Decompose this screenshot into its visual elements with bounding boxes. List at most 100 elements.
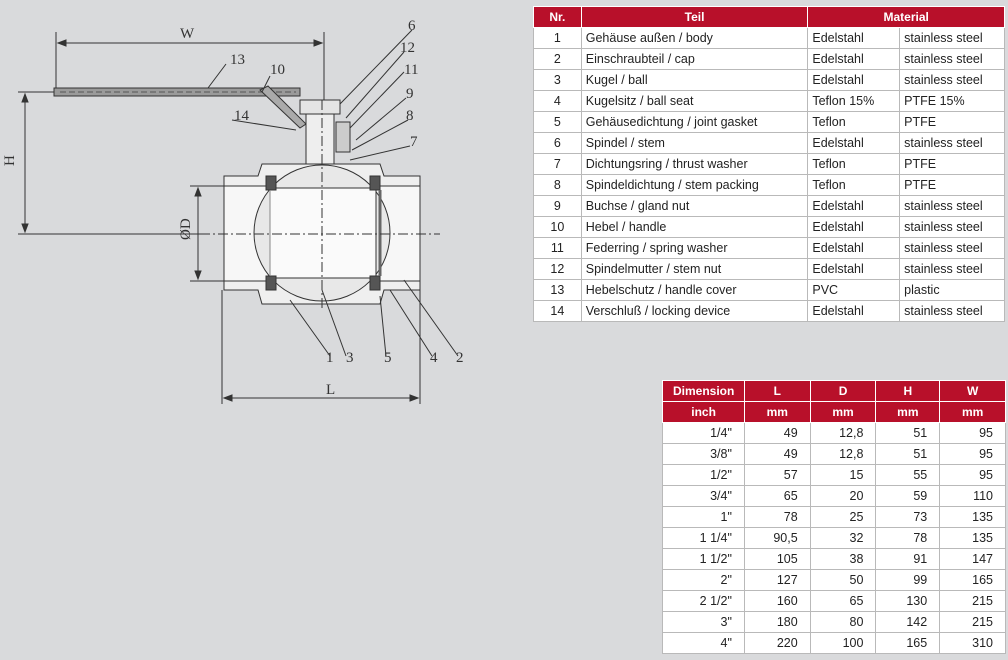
value-w: 165 [939,569,1006,591]
value-l: 65 [743,485,811,507]
value-l: 105 [743,548,811,570]
header-material: Material [807,6,1005,28]
value-l: 180 [743,611,811,633]
value-h: 59 [875,485,941,507]
value-w: 95 [939,422,1006,444]
value-h: 130 [875,590,941,612]
part-name: Kugelsitz / ball seat [580,90,809,112]
part-name: Spindeldichtung / stem packing [580,174,809,196]
value-d: 65 [809,590,877,612]
part-number: 11 [533,237,582,259]
size-inch: 3/8" [662,443,745,465]
material-en: plastic [899,279,1005,301]
part-name: Spindelmutter / stem nut [580,258,809,280]
value-h: 78 [875,527,941,549]
size-inch: 3" [662,611,745,633]
material-en: stainless steel [899,48,1005,70]
material-en: stainless steel [899,69,1005,91]
part-name: Einschraubteil / cap [580,48,809,70]
dimension-table-units: inch mm mm mm mm [662,401,1006,423]
material-de: Edelstahl [807,69,901,91]
value-w: 135 [939,527,1006,549]
value-d: 32 [809,527,877,549]
size-inch: 2" [662,569,745,591]
callout-1: 1 [326,350,334,366]
material-en: PTFE 15% [899,90,1005,112]
value-w: 135 [939,506,1006,528]
value-h: 51 [875,443,941,465]
material-de: Edelstahl [807,27,901,49]
callout-8: 8 [406,108,414,124]
part-number: 1 [533,27,582,49]
dim-label-h: H [2,155,18,166]
callout-3: 3 [346,350,354,366]
material-en: stainless steel [899,132,1005,154]
part-name: Kugel / ball [580,69,809,91]
material-de: Edelstahl [807,300,901,322]
size-inch: 3/4" [662,485,745,507]
value-h: 99 [875,569,941,591]
callout-10: 10 [270,62,285,78]
callout-13: 13 [230,52,245,68]
material-de: Teflon [807,153,901,175]
value-w: 147 [939,548,1006,570]
unit-inch: inch [662,401,745,423]
header-teil: Teil [580,6,809,28]
part-number: 2 [533,48,582,70]
callout-4: 4 [430,350,438,366]
callout-14: 14 [234,108,250,124]
material-de: Edelstahl [807,258,901,280]
dim-label-w: W [180,26,195,42]
value-l: 90,5 [743,527,811,549]
callout-6: 6 [408,18,416,34]
header-d: D [809,380,877,402]
material-en: stainless steel [899,195,1005,217]
material-de: Edelstahl [807,216,901,238]
value-h: 165 [875,632,941,654]
value-d: 38 [809,548,877,570]
size-inch: 1 1/2" [662,548,745,570]
unit-h: mm [875,401,941,423]
part-name: Verschluß / locking device [580,300,809,322]
header-w: W [939,380,1006,402]
value-l: 160 [743,590,811,612]
value-d: 100 [809,632,877,654]
value-d: 80 [809,611,877,633]
callout-7: 7 [410,134,418,150]
ball-valve-drawing: W H ØD L 6 12 11 10 13 9 8 14 7 1 3 5 4 … [2,18,464,404]
part-name: Federring / spring washer [580,237,809,259]
material-en: PTFE [899,111,1005,133]
callout-12: 12 [400,40,415,56]
material-de: Edelstahl [807,237,901,259]
material-de: Edelstahl [807,132,901,154]
header-dimension: Dimension [662,380,745,402]
value-l: 49 [743,443,811,465]
part-number: 3 [533,69,582,91]
dim-label-d: ØD [178,218,194,240]
dimension-table: Dimension L D H W inch mm mm mm mm 1/4"4… [662,380,1006,654]
value-h: 142 [875,611,941,633]
unit-l: mm [743,401,811,423]
value-h: 73 [875,506,941,528]
unit-d: mm [809,401,877,423]
material-en: stainless steel [899,216,1005,238]
part-number: 13 [533,279,582,301]
value-w: 310 [939,632,1006,654]
